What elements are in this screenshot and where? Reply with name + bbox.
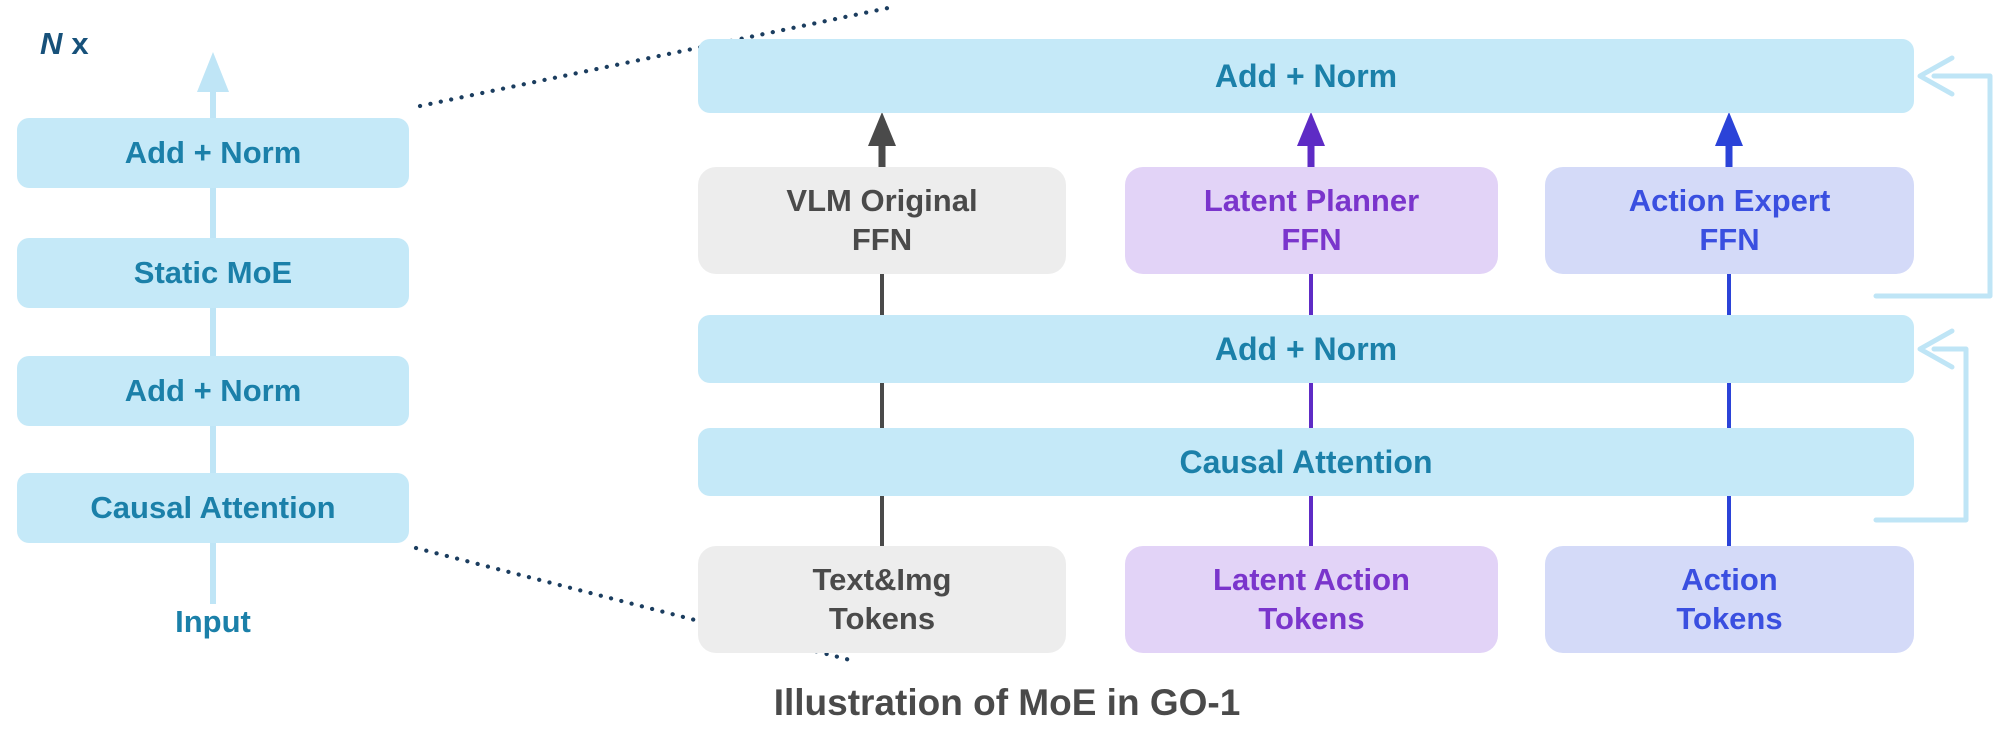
residual-line	[1873, 346, 1969, 523]
token-block-action: Action Tokens	[1545, 546, 1914, 653]
left-block-static-moe: Static MoE	[17, 238, 409, 308]
figure-caption: Illustration of MoE in GO-1	[773, 682, 1241, 723]
token-latent-line2: Tokens	[1258, 600, 1365, 636]
right-block-add-norm-mid: Add + Norm	[698, 315, 1914, 383]
left-block-causal-attention: Causal Attention	[17, 473, 409, 543]
expansion-dotted-line-bottom	[413, 545, 853, 663]
token-action-line2: Tokens	[1676, 600, 1783, 636]
left-chevron-icon	[1917, 328, 1955, 370]
residual-connection-mid	[1873, 328, 1969, 523]
ffn-action-line1: Action Expert	[1628, 182, 1831, 218]
token-text-img-line2: Tokens	[828, 600, 936, 636]
token-text-img-line1: Text&Img	[812, 561, 952, 597]
ffn-block-action-expert: Action Expert FFN	[1545, 167, 1914, 274]
left-chevron-icon	[1917, 55, 1955, 97]
up-arrowhead-icon	[1715, 112, 1743, 146]
ffn-latent-line2: FFN	[1281, 221, 1342, 257]
token-action-line1: Action	[1681, 561, 1778, 597]
ffn-block-vlm: VLM Original FFN	[698, 167, 1066, 274]
input-label: Input	[175, 604, 251, 639]
ffn-latent-line1: Latent Planner	[1203, 182, 1420, 218]
repeat-count-n: N	[40, 26, 63, 61]
right-block-add-norm-top: Add + Norm	[698, 39, 1914, 113]
token-latent-line1: Latent Action	[1213, 561, 1410, 597]
up-arrowhead-icon	[868, 112, 896, 146]
ffn-action-line2: FFN	[1699, 221, 1760, 257]
up-arrowhead-icon	[1297, 112, 1325, 146]
token-block-latent-action: Latent Action Tokens	[1125, 546, 1498, 653]
repeat-count-x: x	[71, 26, 89, 61]
ffn-vlm-line2: FFN	[851, 221, 913, 257]
token-block-text-img: Text&Img Tokens	[698, 546, 1066, 653]
right-block-causal-attention: Causal Attention	[698, 428, 1914, 496]
ffn-block-latent-planner: Latent Planner FFN	[1125, 167, 1498, 274]
left-block-add-norm-top: Add + Norm	[17, 118, 409, 188]
up-arrowhead-icon	[197, 52, 229, 92]
residual-connection-top	[1873, 55, 1993, 299]
left-block-add-norm-mid: Add + Norm	[17, 356, 409, 426]
residual-line	[1873, 73, 1993, 299]
ffn-vlm-line1: VLM Original	[786, 182, 978, 218]
